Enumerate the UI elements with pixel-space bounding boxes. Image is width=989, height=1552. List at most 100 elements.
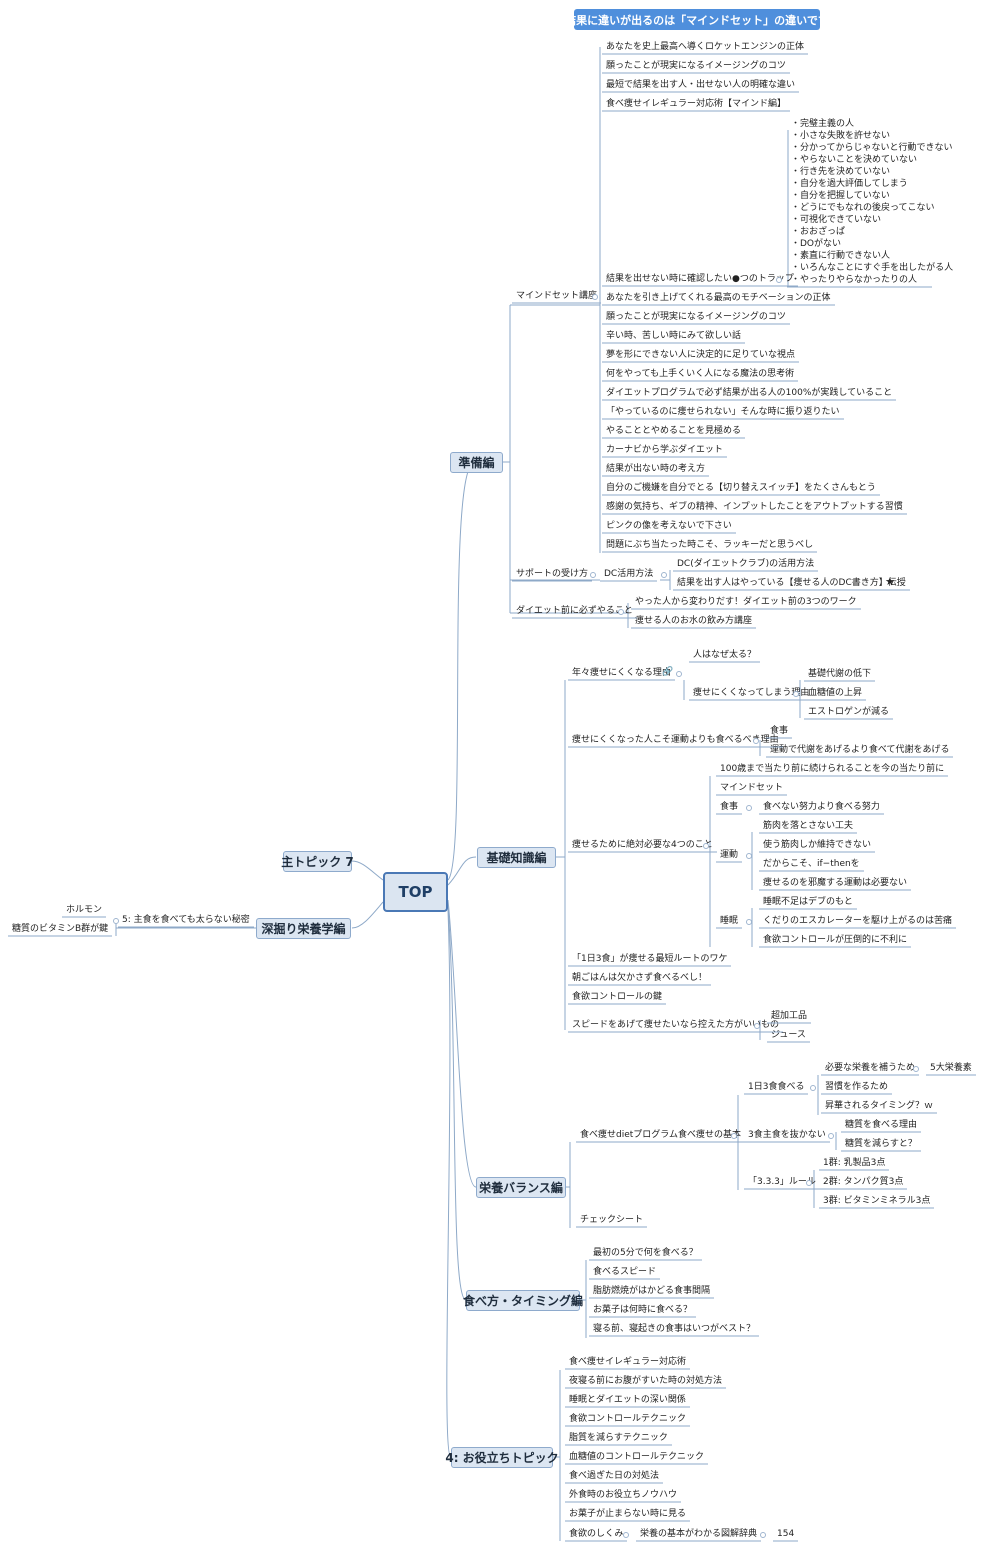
node-text[interactable]: 栄養の基本がわかる図解辞典: [640, 1529, 758, 1539]
node-text[interactable]: 食べ痩せイレギュラー対応術: [569, 1357, 687, 1367]
collapse-dot[interactable]: [661, 572, 667, 578]
nen-node[interactable]: 年々痩せにくくなる理由: [572, 668, 671, 678]
collapse-dot[interactable]: [731, 1133, 737, 1139]
node-text[interactable]: ピンクの像を考えないで下さい: [606, 521, 732, 531]
collapse-dot[interactable]: [590, 572, 596, 578]
collapse-dot[interactable]: [913, 1066, 919, 1072]
node-text[interactable]: 1日3食食べる: [748, 1082, 805, 1092]
node-text[interactable]: 1群: 乳製品3点: [823, 1158, 886, 1168]
node-text[interactable]: 最初の5分で何を食べる？: [593, 1248, 698, 1258]
node-text[interactable]: 結果を出す人はやっている【痩せる人のDC書き方】伝授: [677, 578, 906, 588]
node-text[interactable]: 睡眠とダイエットの深い関係: [569, 1395, 686, 1405]
topic-eiyou[interactable]: 栄養バランス編: [476, 1177, 566, 1198]
node-text[interactable]: 願ったことが現実になるイメージングのコツ: [606, 61, 786, 71]
node-text[interactable]: 食べ痩せイレギュラー対応術【マインド編】: [606, 99, 787, 109]
node-text[interactable]: あなたを引き上げてくれる最高のモチベーションの正体: [606, 293, 831, 303]
node-text[interactable]: 睡眠不足はデブのもと: [763, 897, 853, 907]
node-text[interactable]: 食欲のしくみ: [569, 1529, 624, 1539]
node-text[interactable]: 5: 主食を食べても太らない秘密: [122, 915, 250, 925]
node-text[interactable]: 基礎代謝の低下: [808, 669, 872, 679]
node-text[interactable]: 願ったことが現実になるイメージングのコツ: [606, 312, 786, 322]
collapse-dot[interactable]: [703, 843, 709, 849]
node-text[interactable]: 習慣を作るため: [825, 1082, 889, 1092]
node-text[interactable]: 食べ痩せdietプログラム食べ痩せの基本: [580, 1130, 742, 1140]
collapse-dot[interactable]: [623, 1532, 629, 1538]
node-text[interactable]: 「やっているのに痩せられない」そんな時に振り返りたい: [606, 407, 840, 417]
node-text[interactable]: 脂質を減らすテクニック: [569, 1433, 668, 1443]
topic-oyakudachi[interactable]: 4: お役立ちトピック: [445, 1447, 559, 1468]
node-text[interactable]: 人はなぜ太る？: [693, 650, 757, 660]
before-node[interactable]: ダイエット前に必ずやること: [516, 606, 633, 616]
node-text[interactable]: 辛い時、苦しい時にみて欲しい話: [606, 331, 742, 341]
node-text[interactable]: 痩せる人のお水の飲み方講座: [635, 616, 753, 626]
node-text[interactable]: 食べない努力より食べる努力: [763, 802, 880, 812]
node-text[interactable]: 「1日3食」が痩せる最短ルートのワケ: [572, 954, 728, 964]
node-text[interactable]: スピードをあげて痩せたいなら控えた方がいいもの: [572, 1020, 780, 1030]
node-text[interactable]: 糖質を減らすと？: [845, 1139, 917, 1149]
node-text[interactable]: 3群: ビタミンミネラル3点: [823, 1196, 931, 1206]
node-text[interactable]: DC(ダイエットクラブ)の活用方法: [677, 559, 815, 569]
topic-kiso[interactable]: 基礎知識編: [477, 847, 556, 868]
node-text[interactable]: 100歳まで当たり前に続けられることを今の当たり前に: [720, 764, 945, 774]
node-text[interactable]: 154: [777, 1529, 795, 1539]
node-text[interactable]: 運動: [720, 850, 739, 860]
node-text[interactable]: 結果が出ない時の考え方: [606, 464, 706, 474]
node-text[interactable]: マインドセット: [720, 783, 784, 793]
node-text[interactable]: 食欲コントロールが圧倒的に不利に: [763, 935, 908, 945]
node-text[interactable]: 運動で代謝をあげるより食べて代謝をあげる: [770, 745, 950, 755]
node-text[interactable]: 痩せにくくなった人こそ運動よりも食べるべき理由: [572, 735, 779, 745]
node-text[interactable]: 問題にぶち当たった時こそ、ラッキーだと思うべし: [606, 540, 814, 550]
collapse-dot[interactable]: [618, 609, 624, 615]
node-text[interactable]: 寝る前、寝起きの食事はいつがベスト？: [593, 1324, 756, 1334]
node-text[interactable]: 夢を形にできない人に決定的に足りていな視点: [606, 350, 796, 360]
node-text[interactable]: 夜寝る前にお腹がすいた時の対処方法: [569, 1376, 723, 1386]
support-node[interactable]: サポートの受け方: [516, 569, 589, 579]
node-text[interactable]: 血糖値のコントロールテクニック: [569, 1452, 705, 1462]
collapse-dot[interactable]: [754, 1023, 760, 1029]
node-text[interactable]: 最短で結果を出す人・出せない人の明確な違い: [606, 80, 796, 90]
collapse-dot[interactable]: [806, 1180, 812, 1186]
node-text[interactable]: やった人から変わりだす！ダイエット前の3つのワーク: [635, 597, 857, 607]
node-text[interactable]: 外食時のお役立ちノウハウ: [569, 1490, 678, 1500]
node-text[interactable]: 何をやっても上手くいく人になる魔法の思考術: [606, 369, 795, 379]
collapse-dot[interactable]: [793, 691, 799, 697]
node-text[interactable]: 食べるスピード: [593, 1267, 657, 1277]
node-text[interactable]: ダイエットプログラムで必ず結果が出る人の100%が実践していること: [606, 388, 893, 398]
topic-junbi[interactable]: 準備編: [450, 452, 503, 473]
node-text[interactable]: 血糖値の上昇: [808, 688, 863, 698]
node-text[interactable]: 3食主食を抜かない: [748, 1130, 826, 1140]
link-icon[interactable]: 🔗: [662, 667, 674, 677]
node-text[interactable]: お菓子は何時に食べる？: [593, 1305, 693, 1315]
collapse-dot[interactable]: [113, 918, 119, 924]
node-text[interactable]: 5大栄養素: [930, 1063, 972, 1073]
node-text[interactable]: 食欲コントロールテクニック: [569, 1414, 687, 1424]
collapse-dot[interactable]: [810, 1085, 816, 1091]
node-text[interactable]: カーナビから学ぶダイエット: [606, 445, 723, 455]
collapse-dot[interactable]: [746, 853, 752, 859]
node-text[interactable]: 食べ過ぎた日の対処法: [569, 1471, 660, 1481]
node-text[interactable]: 食事: [770, 726, 789, 736]
node-text[interactable]: 朝ごはんは欠かさず食べるべし！: [572, 973, 708, 983]
collapse-dot[interactable]: [746, 805, 752, 811]
node-text[interactable]: 糖質を食べる理由: [845, 1120, 918, 1130]
node-text[interactable]: 脂肪燃焼がはかどる食事間隔: [593, 1286, 711, 1296]
node-text[interactable]: 痩せにくくなってしまう理由: [693, 688, 810, 698]
node-text[interactable]: 痩せるために絶対必要な4つのこと: [572, 840, 713, 850]
node-text[interactable]: あなたを史上最高へ導くロケットエンジンの正体: [606, 42, 805, 52]
node-text[interactable]: だからこそ、if−thenを: [763, 859, 860, 869]
node-text[interactable]: 必要な栄養を補うため: [825, 1063, 916, 1073]
node-text[interactable]: 感謝の気持ち、ギブの精神、インプットしたことをアウトプットする習慣: [606, 502, 903, 512]
node-text[interactable]: 2群: タンパク質3点: [823, 1177, 904, 1187]
collapse-dot[interactable]: [676, 671, 682, 677]
collapse-dot[interactable]: [746, 919, 752, 925]
collapse-dot[interactable]: [753, 738, 759, 744]
node-text[interactable]: チェックシート: [580, 1215, 644, 1225]
node-text[interactable]: 使う筋肉しか維持できない: [763, 840, 872, 850]
node-text[interactable]: 食事: [720, 802, 739, 812]
node-text[interactable]: お菓子が止まらない時に見る: [569, 1509, 687, 1519]
node-text[interactable]: 筋肉を落とさない工夫: [763, 821, 854, 831]
topic-fukabori[interactable]: 深掘り栄養学編: [256, 918, 351, 939]
node-text[interactable]: 睡眠: [720, 916, 739, 926]
collapse-dot[interactable]: [776, 277, 782, 283]
topic-shu7[interactable]: 主トピック 7: [281, 851, 354, 872]
